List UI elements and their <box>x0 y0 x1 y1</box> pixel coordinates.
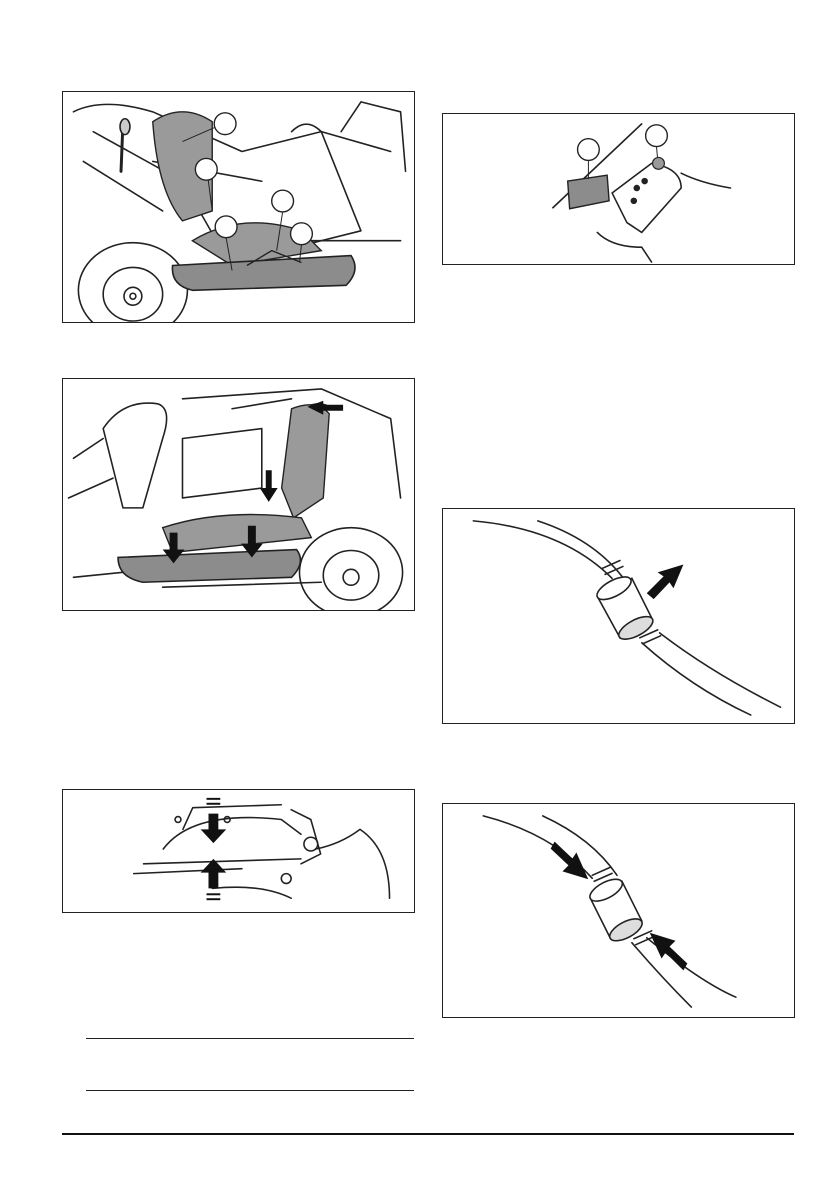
cable-clamp-illustration <box>63 790 414 912</box>
figure-cable-clamp <box>62 789 415 913</box>
footplate-parts-illustration <box>63 92 414 322</box>
figure-label-bracket <box>442 113 795 265</box>
arrow-icon <box>551 842 589 880</box>
figure-fuel-filter-replace <box>442 803 795 1018</box>
figure-footplate-removal <box>62 378 415 611</box>
arrow-down-icon <box>201 814 227 844</box>
divider-rule <box>86 1090 414 1091</box>
label-bracket-illustration <box>443 114 794 264</box>
arrow-icon <box>647 564 684 599</box>
arrow-up-icon <box>201 859 227 889</box>
figure-fuel-filter <box>442 508 795 724</box>
fuel-filter-illustration <box>443 509 794 723</box>
figure-footplate-parts <box>62 91 415 323</box>
arrow-icon <box>650 933 688 971</box>
footer-rule <box>62 1133 794 1135</box>
fuel-filter-replace-illustration <box>443 804 794 1017</box>
footplate-removal-illustration <box>63 379 414 610</box>
divider-rule <box>86 1038 414 1039</box>
